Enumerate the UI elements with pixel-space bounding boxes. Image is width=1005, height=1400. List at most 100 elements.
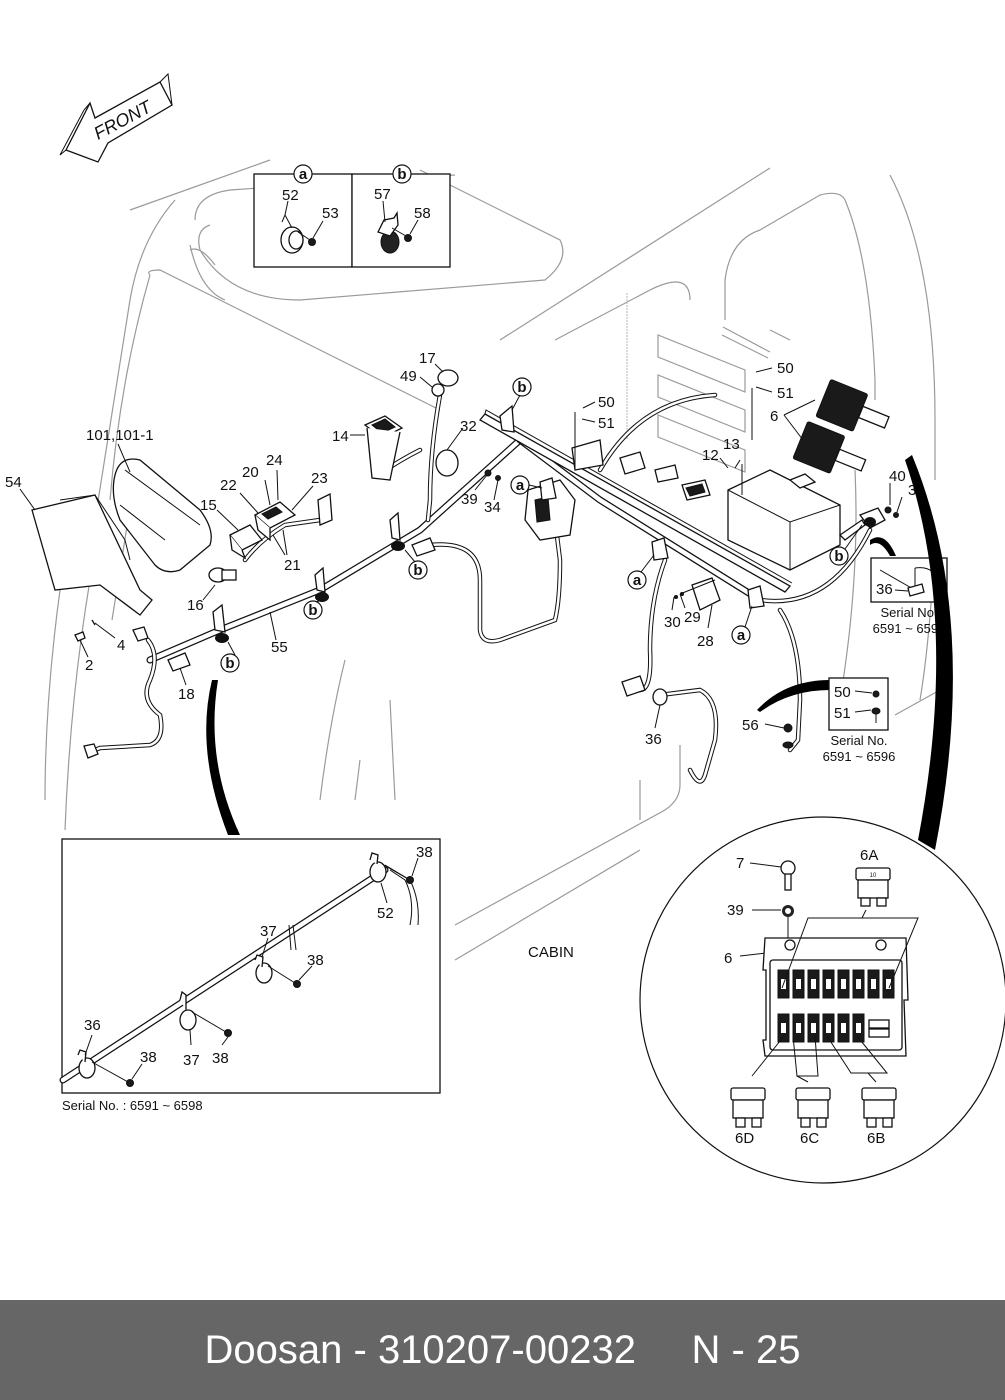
clamp-inset-caption: Serial No. : 6591 ~ 6598: [62, 1098, 203, 1113]
page-footer: Doosan - 310207-00232 N - 25: [0, 1300, 1005, 1400]
fuse-slot-window: [856, 1023, 861, 1033]
callout-50-center: 50: [598, 394, 615, 411]
callout-56: 56: [742, 717, 759, 734]
marker-a-2: a: [627, 570, 647, 590]
callout-16: 16: [187, 597, 204, 614]
clamp-inset-38-3: 38: [307, 952, 324, 969]
fuse-callout-6D: 6D: [735, 1130, 754, 1147]
marker-b-4: b: [512, 377, 532, 397]
detail-marker-a: a: [299, 166, 308, 183]
svg-text:a: a: [633, 572, 642, 589]
clamp-inset-38-1: 38: [140, 1049, 157, 1066]
callout-39-center: 39: [461, 491, 478, 508]
clamp-detail-boxes: a b 52 53 57 58: [253, 164, 451, 268]
svg-text:a: a: [516, 477, 525, 494]
fuse-callout-6C: 6C: [800, 1130, 819, 1147]
components: [31, 369, 899, 749]
callout-18: 18: [178, 686, 195, 703]
clamp-inset-52: 52: [377, 905, 394, 922]
callout-34: 34: [484, 499, 501, 516]
serial-inset-bolt-51: 51: [834, 705, 851, 722]
callout-6: 6: [770, 408, 778, 425]
svg-text:b: b: [517, 379, 526, 396]
callout-21: 21: [284, 557, 301, 574]
fuse-slot-window: [841, 1023, 846, 1033]
callout-28: 28: [697, 633, 714, 650]
callout-12: 12: [702, 447, 719, 464]
fuse-slot-window: [811, 979, 816, 989]
footer-gap: [636, 1328, 692, 1373]
fuse-slot-window: [871, 979, 876, 989]
callout-leaders: [19, 363, 903, 729]
front-direction-arrow: FRONT: [59, 72, 173, 163]
serial-inset-36-label: Serial No.: [880, 605, 937, 620]
fuse-callout-7: 7: [736, 855, 744, 872]
fuse-lower-row: [777, 1013, 865, 1043]
callout-30: 30: [664, 614, 681, 631]
marker-b-3: b: [408, 560, 428, 580]
serial-inset-bolt-label: Serial No.: [830, 733, 887, 748]
svg-text:b: b: [834, 548, 843, 565]
fuse-slot-window: [886, 979, 891, 989]
fuse-slot-window: [826, 1023, 831, 1033]
svg-text:b: b: [413, 562, 422, 579]
callout-55: 55: [271, 639, 288, 656]
cabin-label: CABIN: [528, 944, 574, 961]
serial-inset-36-range: 6591 ~ 6598: [873, 621, 946, 636]
serial-inset-bolt-50: 50: [834, 684, 851, 701]
clamp-inset-38-4: 38: [416, 844, 433, 861]
svg-text:b: b: [308, 602, 317, 619]
serial-inset-36-callout: 36: [876, 581, 893, 598]
footer-brand: Doosan: [204, 1327, 343, 1372]
fuse-slot-window: [811, 1023, 816, 1033]
callout-24: 24: [266, 452, 283, 469]
fuse-slot-window: [826, 979, 831, 989]
callout-23: 23: [311, 470, 328, 487]
callout-50-right: 50: [777, 360, 794, 377]
clamp-inset-37-1: 37: [183, 1052, 200, 1069]
clamp-inset-38-2: 38: [212, 1050, 229, 1067]
clamp-inset-36: 36: [84, 1017, 101, 1034]
callout-13: 13: [723, 436, 740, 453]
callout-17: 17: [419, 350, 436, 367]
serial-inset-bolt-range: 6591 ~ 6596: [823, 749, 896, 764]
fuse-callout-39: 39: [727, 902, 744, 919]
clamp-inset: 36 38 37 38 37 38 52 38 Serial No. : 659…: [59, 680, 441, 1113]
fuse-6D: [730, 1087, 766, 1128]
fuse-box-detail: 7 39 6 10 6A: [639, 455, 1005, 1184]
callout-54: 54: [5, 474, 22, 491]
marker-b-1: b: [220, 653, 240, 673]
fuse-slot-window: [781, 1023, 786, 1033]
fuse-slot-window: [796, 979, 801, 989]
svg-text:a: a: [737, 627, 746, 644]
callout-32: 32: [460, 418, 477, 435]
wiring-harness-diagram: FRONT a b 52 53 57 58: [5, 72, 1005, 1184]
callout-15: 15: [200, 497, 217, 514]
fuse-6A-rating: 10: [870, 873, 877, 879]
fuse-slot-window: [856, 979, 861, 989]
footer-part-number: 310207-00232: [377, 1327, 636, 1372]
callout-4: 4: [117, 637, 125, 654]
callout-40: 40: [889, 468, 906, 485]
callout-52: 52: [282, 187, 299, 204]
marker-a-1: a: [510, 475, 530, 495]
fuse-slot-window: [841, 979, 846, 989]
marker-a-3: a: [731, 625, 751, 645]
callout-2: 2: [85, 657, 93, 674]
callout-labels: 101,101-1 54 15 22 20 24 23 21 16 4 2 55…: [5, 350, 925, 748]
detail-marker-b: b: [397, 166, 406, 183]
footer-separator: -: [342, 1327, 378, 1372]
callout-57: 57: [374, 186, 391, 203]
callout-53: 53: [322, 205, 339, 222]
callout-22: 22: [220, 477, 237, 494]
fuse-callout-6: 6: [724, 950, 732, 967]
serial-inset-bolt: 50 51 Serial No. 6591 ~ 6596: [757, 677, 896, 764]
callout-14: 14: [332, 428, 349, 445]
marker-b-5: b: [829, 546, 849, 566]
fuse-6B: [861, 1087, 897, 1128]
marker-b-2: b: [303, 600, 323, 620]
footer-page-number: N - 25: [691, 1327, 801, 1372]
fuse-6C: [795, 1087, 831, 1128]
callout-101: 101,101-1: [86, 427, 154, 444]
fuse-slot-window: [796, 1023, 801, 1033]
